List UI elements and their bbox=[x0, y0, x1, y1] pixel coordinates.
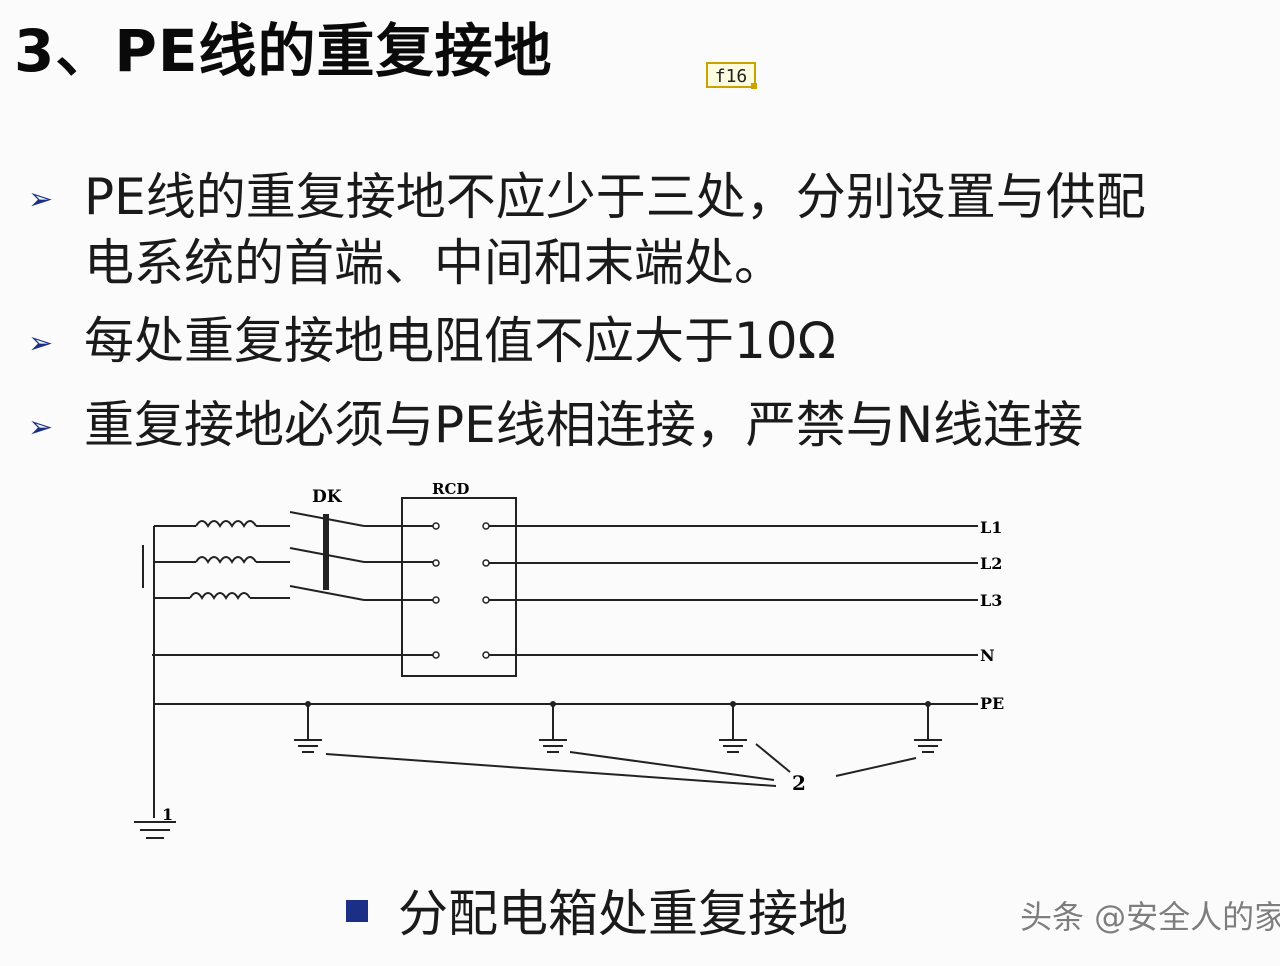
square-icon bbox=[346, 900, 368, 922]
resize-handle-icon bbox=[751, 83, 757, 89]
line-label-l1: L1 bbox=[980, 518, 1002, 537]
chevron-right-icon: ➢ bbox=[28, 182, 54, 217]
field-tag-label: f16 bbox=[714, 66, 748, 87]
transformer-coils bbox=[154, 520, 290, 600]
watermark: 头条 @安全人的家 bbox=[1020, 898, 1280, 936]
bullet-item-3: 重复接地必须与PE线相连接，严禁与N线连接 bbox=[84, 396, 1084, 454]
chevron-right-icon: ➢ bbox=[28, 410, 54, 445]
repeat-ground-drops bbox=[294, 704, 942, 753]
field-tag[interactable]: f16 bbox=[706, 62, 757, 89]
line-label-pe: PE bbox=[980, 694, 1004, 713]
rcd-terminals bbox=[432, 522, 490, 659]
ground-label-2: 2 bbox=[792, 771, 806, 795]
bullet-item-2: 每处重复接地电阻值不应大于10Ω bbox=[84, 312, 836, 370]
page-title: 3、PE线的重复接地 bbox=[14, 17, 553, 85]
output-lines bbox=[488, 525, 978, 656]
rcd-label: RCD bbox=[432, 480, 469, 498]
line-label-l2: L2 bbox=[980, 554, 1002, 573]
bullet-item-1-line-2: 电系统的首端、中间和末端处。 bbox=[84, 234, 784, 292]
ground-label-1: 1 bbox=[162, 805, 173, 824]
ground-2-leaders bbox=[325, 743, 917, 787]
chevron-right-icon: ➢ bbox=[28, 326, 54, 361]
bullet-item-1-line-1: PE线的重复接地不应少于三处，分别设置与供配 bbox=[84, 168, 1146, 226]
rcd-box bbox=[401, 497, 517, 677]
dk-switch bbox=[289, 511, 434, 601]
pe-junctions bbox=[305, 701, 931, 707]
line-label-n: N bbox=[980, 646, 995, 665]
line-label-l3: L3 bbox=[980, 591, 1002, 610]
diagram-caption: 分配电箱处重复接地 bbox=[398, 885, 848, 943]
dk-label: DK bbox=[312, 487, 343, 507]
source-ground-icon bbox=[134, 821, 176, 839]
